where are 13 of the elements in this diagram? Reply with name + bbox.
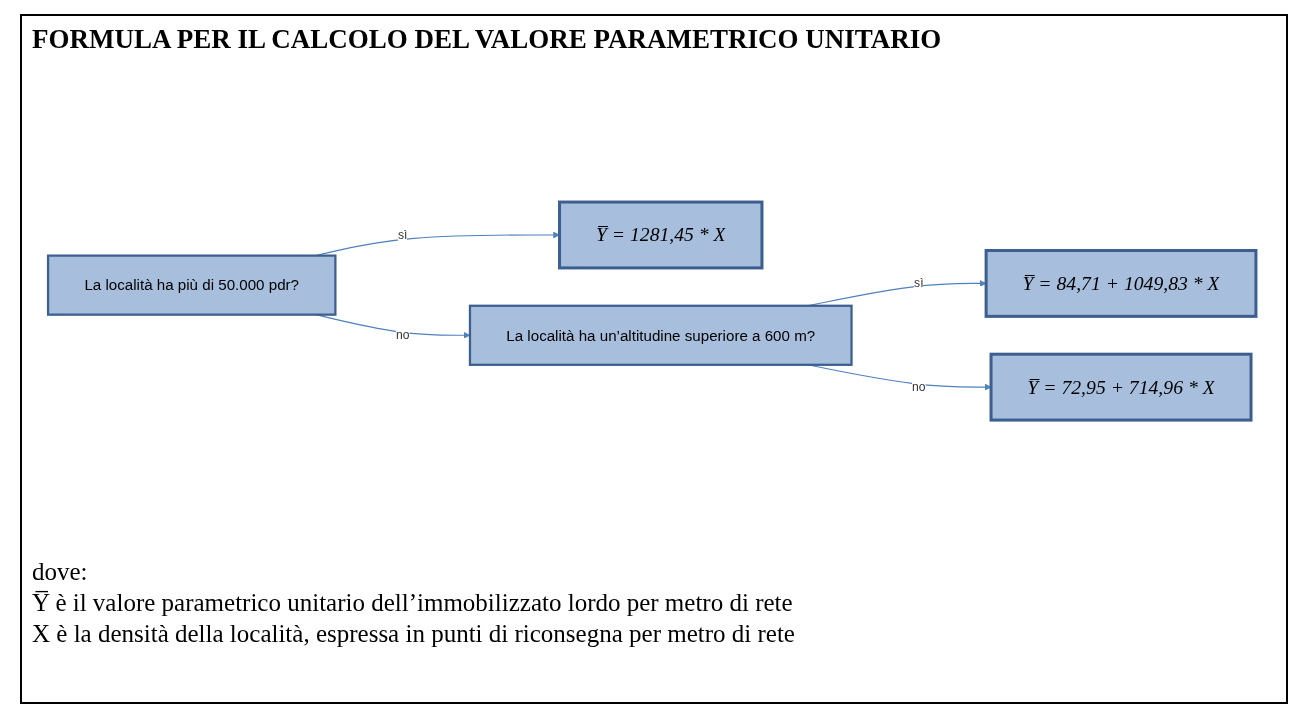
- edge-label: no: [395, 328, 410, 342]
- note-text: Y̅ è il valore parametrico unitario dell’immobilizzato lordo per metro di rete: [32, 588, 793, 618]
- node-box: La località ha un’altitudine superiore a 600 m?: [468, 304, 853, 366]
- edge-label: no: [912, 380, 926, 394]
- note-text: dove:: [32, 557, 88, 587]
- title: FORMULA PER IL CALCOLO DEL VALORE PARAMETRICO UNITARIO: [32, 24, 942, 55]
- note-text: X è la densità della località, espressa in punti di riconsegna per metro di rete: [32, 619, 795, 649]
- node-box: Y̅ = 1281,45 * X: [558, 200, 764, 270]
- node-box: La località ha più di 50.000 pdr?: [46, 254, 337, 316]
- node-box: Y̅ = 72,95 + 714,96 * X: [989, 352, 1253, 422]
- node-box: Y̅ = 84,71 + 1049,83 * X: [984, 248, 1258, 318]
- edge-label: sì: [397, 228, 408, 241]
- edge-label: sì: [914, 276, 924, 290]
